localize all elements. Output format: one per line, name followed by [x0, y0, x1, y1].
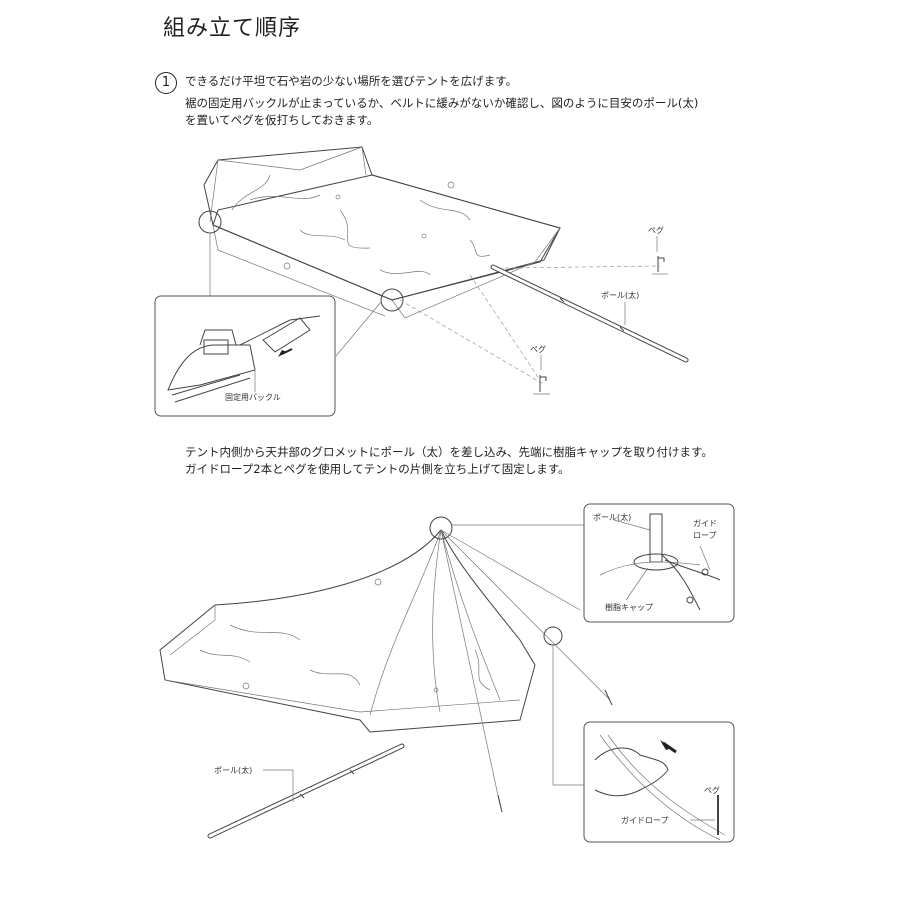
step1-line2: 裾の固定用バックルが止まっているか、ベルトに緩みがないか確認し、図のように目安の…	[185, 96, 699, 110]
label-peg-top: ペグ	[648, 225, 664, 235]
label-guide-rope: ガイドロープ	[621, 815, 669, 825]
label-pole: ポール(太)	[601, 290, 639, 300]
buckle-marker-circle	[380, 288, 404, 312]
label-guide-bottom: ロープ	[693, 531, 717, 540]
flat-tent-illustration	[198, 146, 561, 319]
label-peg: ペグ	[704, 785, 720, 795]
step2-line2: ガイドロープ2本とペグを使用してテントの片側を立ち上げて固定します。	[185, 462, 570, 476]
label-guide-top: ガイド	[693, 518, 717, 528]
label-pole-main: ポール(太)	[214, 765, 252, 775]
page-title: 組み立て順序	[163, 16, 302, 41]
label-pole-detail: ポール(太)	[593, 512, 631, 522]
buckle-detail-inset	[154, 233, 382, 417]
peg-top-icon	[652, 256, 668, 275]
pole-cap-detail-inset	[583, 503, 735, 623]
step-number-badge: 1	[155, 72, 177, 94]
step1-line1: できるだけ平坦で石や岩の少ない場所を選びテントを広げます。	[185, 74, 518, 88]
label-buckle: 固定用バックル	[225, 392, 281, 402]
step1-line3: を置いてペグを仮打ちしておきます。	[185, 113, 379, 127]
peg-bottom-icon	[533, 375, 550, 395]
label-cap: 樹脂キャップ	[605, 602, 653, 612]
pole-thick-illustration	[490, 264, 689, 363]
label-peg-bottom: ペグ	[530, 344, 546, 354]
pole-on-ground-illustration	[207, 743, 405, 839]
peg-rope-detail-inset	[583, 721, 735, 843]
top-grommet-marker	[429, 516, 453, 540]
raised-tent-illustration	[159, 516, 613, 813]
step2-line1: テント内側から天井部のグロメットにポール（太）を差し込み、先端に樹脂キャップを取…	[185, 445, 713, 459]
